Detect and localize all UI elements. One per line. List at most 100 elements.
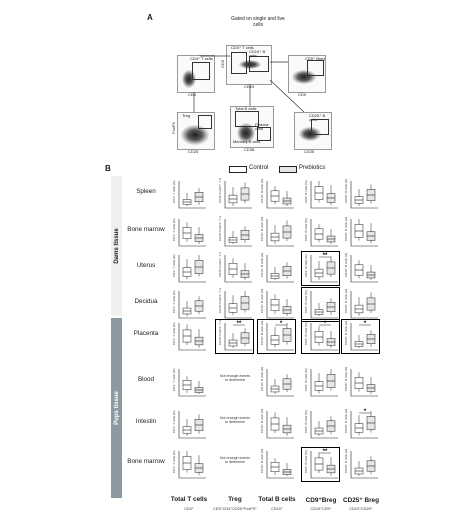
- y-axis-label: CD19⁺ B cells (%): [260, 289, 264, 313]
- axis-line: [266, 291, 294, 319]
- not-enough-events-note: Not enough events to determine: [219, 374, 251, 382]
- gating-title: Gated on single and live cells: [231, 16, 285, 28]
- gate-total-b: [235, 111, 259, 127]
- axis-line: [224, 255, 252, 283]
- axis-line: [266, 181, 294, 209]
- row-label: Bone marrow: [127, 226, 165, 233]
- gate-label-total-b: Total B cells: [235, 106, 257, 111]
- boxplot-cell: CD19⁺ B cells (%): [260, 179, 294, 209]
- axis-line: [224, 291, 252, 319]
- flow-plot-cd9: CD9⁺ Breg: [288, 55, 326, 93]
- axis-cd4: CD4: [188, 92, 197, 97]
- axis-line: [350, 323, 378, 351]
- significance-mark: *: [364, 409, 367, 415]
- axis-line: [178, 323, 206, 351]
- boxplot-cell: CD25⁺ B cells (%): [344, 289, 378, 319]
- significance-mark: **: [237, 321, 242, 327]
- boxplot-cell: CD25⁺ B cells (%): [344, 217, 378, 247]
- significant-highlight: [215, 319, 254, 354]
- group-dams: Dams tissue: [111, 176, 122, 316]
- column-subtitle: CD19⁺CD9⁺: [310, 507, 332, 511]
- axis-line: [310, 369, 338, 397]
- gate-plasma: [257, 127, 271, 141]
- y-axis-label: CD3⁺ T cells (%): [172, 411, 176, 433]
- y-axis-label: CD9⁺ B cells (%): [304, 290, 308, 313]
- y-axis-label: CD9⁺ B cells (%): [304, 450, 308, 473]
- axis-line: [178, 451, 206, 479]
- axis-foxp3: FoxP3: [170, 122, 176, 134]
- axis-line: [350, 219, 378, 247]
- significance-mark: *: [364, 321, 367, 327]
- significant-highlight: [301, 319, 340, 354]
- boxplot-cell: CD9⁺ B cells (%)**: [304, 253, 338, 283]
- legend-swatch-prebiotics: [279, 166, 297, 173]
- axis-line: [266, 219, 294, 247]
- gate-cd4-t: [192, 62, 210, 80]
- axis-line: [266, 411, 294, 439]
- boxplot-cell: CD3⁺ T cells (%): [172, 219, 206, 247]
- y-axis-label: CD19⁺ B cells (%): [260, 409, 264, 433]
- gate-cd9: [307, 60, 324, 76]
- cell-population: [299, 127, 321, 141]
- boxplot-cell: CD3⁺ T cells (%): [172, 255, 206, 283]
- column-subtitle: CD3⁺CD4⁺CD25⁺FoxP3⁺: [213, 507, 257, 511]
- boxplot-cell: CD25⁺ B cells (%): [344, 179, 378, 209]
- boxplot-cell: CD19⁺ B cells (%): [260, 253, 294, 283]
- boxplot-cell: CD3⁺ T cells (%): [172, 181, 206, 209]
- axis-line: [310, 451, 338, 479]
- boxplot-cell: CD9⁺ B cells (%)**: [304, 449, 338, 479]
- legend-control: Control: [249, 165, 269, 171]
- axis-line: [350, 291, 378, 319]
- axis-cd38: CD38: [244, 147, 255, 152]
- row-label: Uterus: [136, 262, 156, 269]
- gating-arrows: [193, 55, 305, 113]
- significant-highlight: [341, 319, 380, 354]
- boxplot-cell: CD25⁺FoxP3⁺ T cells (%): [218, 178, 252, 209]
- axis-line: [310, 411, 338, 439]
- column-subtitle: CD19⁺: [271, 507, 283, 511]
- boxplot-cell: CD19⁺ B cells (%): [260, 367, 294, 397]
- axis-line: [266, 323, 294, 351]
- column-subtitle: CD3⁺: [184, 507, 194, 511]
- row-label: Blood: [137, 376, 155, 383]
- legend-swatch-control: [229, 166, 247, 173]
- panel-a-label: A: [147, 13, 153, 22]
- y-axis-label: CD19⁺ B cells (%): [260, 217, 264, 241]
- y-axis-label: CD3⁺ T cells (%): [172, 451, 176, 473]
- axis-line: [350, 451, 378, 479]
- axis-line: [350, 255, 378, 283]
- boxplot-cell: CD25⁺FoxP3⁺ T cells (%)**: [218, 320, 252, 351]
- boxplot-cell: CD3⁺ T cells (%): [172, 369, 206, 397]
- y-axis-label: CD3⁺ T cells (%): [172, 219, 176, 241]
- boxplot-cell: CD25⁺ B cells (%)*: [344, 409, 378, 439]
- flow-plot-treg: Treg: [177, 112, 215, 150]
- axis-line: [224, 181, 252, 209]
- legend-prebiotics: Prebiotics: [299, 165, 326, 171]
- column-title: Total T cells: [170, 496, 208, 503]
- y-axis-label: CD19⁺ B cells (%): [260, 253, 264, 277]
- y-axis-label: CD25⁺FoxP3⁺ T cells (%): [218, 178, 222, 203]
- significance-mark: *: [280, 321, 283, 327]
- flow-plot-total-b: Total B cells Plasma cells Memory B cell…: [230, 106, 274, 148]
- y-axis-label: CD25⁺FoxP3⁺ T cells (%): [218, 216, 222, 241]
- axis-cd25: CD25: [188, 149, 199, 154]
- flow-plot-cd19: CD4⁺ T cells CD19⁺ B cells: [226, 45, 272, 85]
- boxplot-cell: CD25⁺ B cells (%): [344, 253, 378, 283]
- axis-line: [178, 411, 206, 439]
- y-axis-label: CD25⁺ B cells (%): [344, 449, 348, 473]
- column-title: CD25⁺ Breg: [342, 497, 380, 504]
- group-pups: Pups tissue: [111, 318, 122, 498]
- y-axis-label: CD3⁺ T cells (%): [172, 323, 176, 345]
- axis-line: [310, 291, 338, 319]
- y-axis-label: CD25⁺FoxP3⁺ T cells (%): [218, 288, 222, 313]
- y-axis-label: CD3⁺ T cells (%): [172, 181, 176, 203]
- y-axis-label: CD9⁺ B cells (%): [304, 322, 308, 345]
- column-title: CD9⁺Breg: [305, 497, 337, 504]
- axis-line: [266, 451, 294, 479]
- significant-highlight: [301, 447, 340, 482]
- row-label: Bone marrow: [127, 458, 165, 465]
- gate-label-cd25: CD25⁺ B cells: [309, 113, 326, 122]
- y-axis-label: CD25⁺ B cells (%): [344, 289, 348, 313]
- axis-line: [224, 323, 252, 351]
- y-axis-label: CD9⁺ B cells (%): [304, 368, 308, 391]
